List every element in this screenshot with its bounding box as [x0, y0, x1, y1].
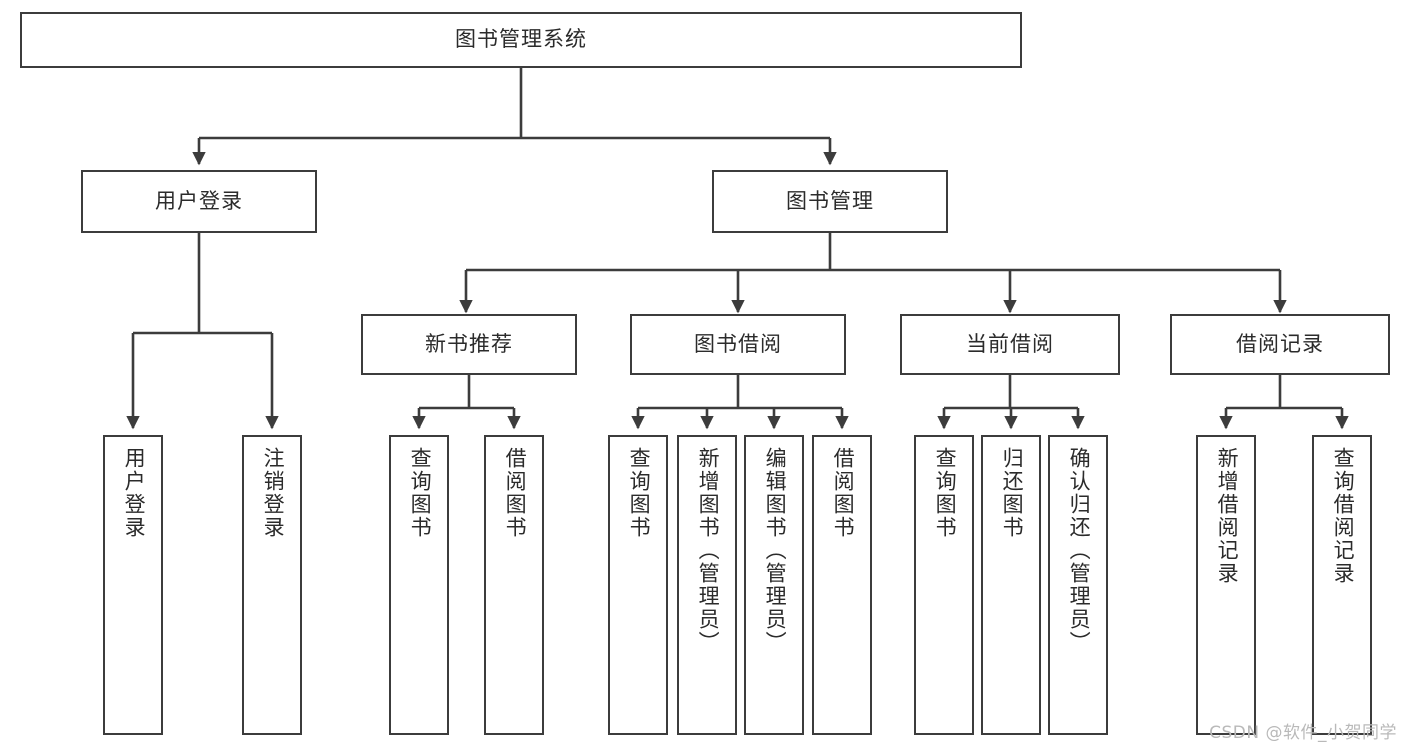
- node-book-borrow[interactable]: 图书借阅: [630, 314, 846, 375]
- node-user-login-label: 用户登录: [155, 189, 243, 213]
- leaf-borrow-add-book-label: 新增图书（管理员）: [696, 447, 720, 654]
- leaf-borrow-add-book[interactable]: 新增图书（管理员）: [677, 435, 737, 735]
- leaf-record-query[interactable]: 查询借阅记录: [1312, 435, 1372, 735]
- leaf-new-book-query[interactable]: 查询图书: [389, 435, 449, 735]
- leaf-current-query-book[interactable]: 查询图书: [914, 435, 974, 735]
- node-borrow-record-label: 借阅记录: [1236, 332, 1324, 356]
- leaf-record-add-label: 新增借阅记录: [1215, 447, 1239, 585]
- leaf-user-logout[interactable]: 注销登录: [242, 435, 302, 735]
- leaf-borrow-edit-book[interactable]: 编辑图书（管理员）: [744, 435, 804, 735]
- leaf-current-return-book-label: 归还图书: [1000, 447, 1024, 539]
- node-new-book-recommend[interactable]: 新书推荐: [361, 314, 577, 375]
- leaf-new-book-query-label: 查询图书: [408, 447, 432, 539]
- node-borrow-record[interactable]: 借阅记录: [1170, 314, 1390, 375]
- leaf-current-return-book[interactable]: 归还图书: [981, 435, 1041, 735]
- leaf-user-login[interactable]: 用户登录: [103, 435, 163, 735]
- leaf-borrow-query-book-label: 查询图书: [627, 447, 651, 539]
- leaf-user-logout-label: 注销登录: [261, 447, 285, 539]
- leaf-borrow-query-book[interactable]: 查询图书: [608, 435, 668, 735]
- leaf-record-query-label: 查询借阅记录: [1331, 447, 1355, 585]
- leaf-current-query-book-label: 查询图书: [933, 447, 957, 539]
- leaf-new-book-borrow-label: 借阅图书: [503, 447, 527, 539]
- node-user-login[interactable]: 用户登录: [81, 170, 317, 233]
- leaf-user-login-label: 用户登录: [122, 447, 146, 539]
- node-current-borrow-label: 当前借阅: [966, 332, 1054, 356]
- leaf-record-add[interactable]: 新增借阅记录: [1196, 435, 1256, 735]
- leaf-borrow-edit-book-label: 编辑图书（管理员）: [763, 447, 787, 654]
- leaf-current-confirm-return-label: 确认归还（管理员）: [1067, 447, 1091, 654]
- node-book-management-label: 图书管理: [786, 189, 874, 213]
- node-book-borrow-label: 图书借阅: [694, 332, 782, 356]
- leaf-current-confirm-return[interactable]: 确认归还（管理员）: [1048, 435, 1108, 735]
- node-root[interactable]: 图书管理系统: [20, 12, 1022, 68]
- node-root-label: 图书管理系统: [455, 28, 587, 52]
- node-book-management[interactable]: 图书管理: [712, 170, 948, 233]
- node-new-book-recommend-label: 新书推荐: [425, 332, 513, 356]
- node-current-borrow[interactable]: 当前借阅: [900, 314, 1120, 375]
- leaf-borrow-borrow-book[interactable]: 借阅图书: [812, 435, 872, 735]
- leaf-new-book-borrow[interactable]: 借阅图书: [484, 435, 544, 735]
- leaf-borrow-borrow-book-label: 借阅图书: [831, 447, 855, 539]
